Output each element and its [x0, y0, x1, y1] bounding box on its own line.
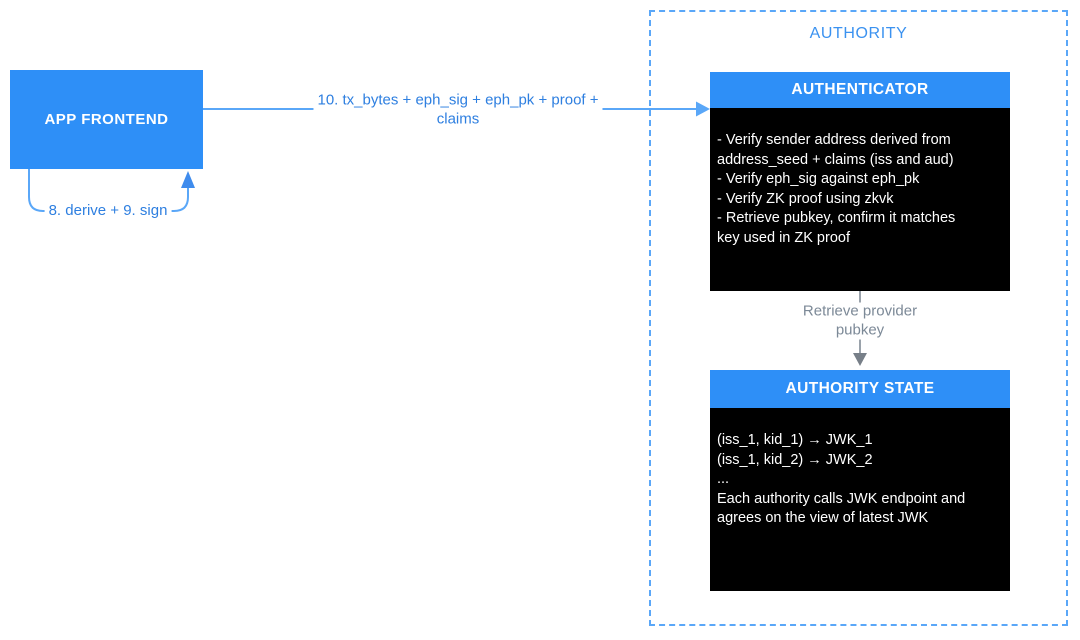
tx-arrow-label: 10. tx_bytes + eph_sig + eph_pk + proof … — [313, 91, 603, 129]
authority-container: AUTHORITY — [649, 10, 1068, 626]
authority-state-body: (iss_1, kid_1) → JWK_1 (iss_1, kid_2) → … — [710, 408, 1010, 591]
authenticator-header: AUTHENTICATOR — [710, 72, 1010, 108]
tx-arrowhead-icon — [696, 101, 710, 117]
retrieve-pubkey-label: Retrieve provider pubkey — [798, 302, 922, 340]
authenticator-title: AUTHENTICATOR — [791, 81, 929, 98]
authority-state-title: AUTHORITY STATE — [785, 380, 935, 397]
app-frontend-node: APP FRONTEND — [10, 70, 203, 169]
retrieve-pubkey-arrowhead-icon — [853, 353, 867, 366]
authenticator-body: - Verify sender address derived from add… — [710, 108, 1010, 291]
authority-container-label: AUTHORITY — [809, 25, 908, 42]
derive-sign-arrowhead-icon — [181, 171, 195, 188]
derive-sign-label: 8. derive + 9. sign — [44, 201, 172, 221]
app-frontend-label: APP FRONTEND — [44, 111, 169, 128]
authority-state-header: AUTHORITY STATE — [710, 370, 1010, 408]
authority-state-node: AUTHORITY STATE (iss_1, kid_1) → JWK_1 (… — [710, 370, 1010, 591]
authenticator-node: AUTHENTICATOR - Verify sender address de… — [710, 72, 1010, 291]
